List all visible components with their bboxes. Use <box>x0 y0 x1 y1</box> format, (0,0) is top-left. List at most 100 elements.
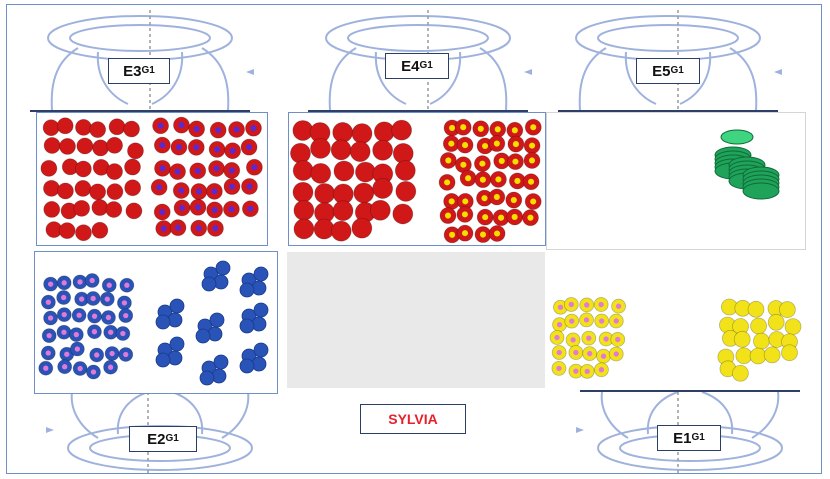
label-e3-id: E3 <box>123 63 141 80</box>
panel-e4-red-chips <box>288 112 546 246</box>
chip <box>90 122 106 138</box>
chip <box>216 261 230 275</box>
chip-dot <box>178 122 184 128</box>
chip <box>254 343 268 357</box>
chip-dot <box>212 225 218 231</box>
chip-dot <box>495 126 501 132</box>
chip-dot <box>90 278 95 283</box>
chip-dot <box>465 175 471 181</box>
chip-dot <box>494 230 500 236</box>
chip-dot <box>481 195 487 201</box>
chip-dot <box>599 367 604 372</box>
chip <box>374 122 394 142</box>
chip <box>254 303 268 317</box>
chip-dot <box>557 322 562 327</box>
chip-dot <box>174 169 180 175</box>
chip <box>59 223 75 239</box>
chip-dot <box>569 318 574 323</box>
label-e5: E5G1 <box>636 58 700 84</box>
chip-dot <box>246 183 252 189</box>
chip <box>200 371 214 385</box>
chip <box>106 201 122 217</box>
chip <box>748 301 764 317</box>
chip-dot <box>64 352 69 357</box>
chip-dot <box>108 330 113 335</box>
chip-dot <box>514 178 520 184</box>
chip-dot <box>196 225 202 231</box>
chip-dot <box>499 158 505 164</box>
chip-dot <box>498 215 504 221</box>
chip <box>126 203 142 219</box>
chip <box>396 181 416 201</box>
chip <box>254 267 268 281</box>
chip <box>107 164 123 180</box>
blue-chips-image <box>35 252 279 395</box>
chip-dot <box>120 331 125 336</box>
chip <box>214 355 228 369</box>
chip-dot <box>76 313 81 318</box>
chip <box>107 137 123 153</box>
chip <box>156 353 170 367</box>
chip <box>107 184 123 200</box>
chip <box>156 315 170 329</box>
teacher-name-box: SYLVIA <box>360 404 466 434</box>
chip <box>785 319 801 335</box>
chip-dot <box>77 366 82 371</box>
chip-dot <box>527 215 533 221</box>
chip-dot <box>43 366 48 371</box>
chip-dot <box>230 148 236 154</box>
chip <box>334 161 354 181</box>
chip-dot <box>513 141 519 147</box>
chip-dot <box>584 302 589 307</box>
chip-dot <box>482 143 488 149</box>
chip-dot <box>603 336 608 341</box>
chip-dot <box>615 337 620 342</box>
chip <box>240 319 254 333</box>
chip-dot <box>460 124 466 130</box>
chip <box>392 120 412 140</box>
chip-dot <box>445 213 451 219</box>
chip-dot <box>449 198 455 204</box>
chip-dot <box>557 350 562 355</box>
chip <box>293 182 313 202</box>
chip <box>75 161 91 177</box>
chip <box>290 143 310 163</box>
chip-dot <box>529 157 535 163</box>
chip-dot <box>79 296 84 301</box>
chip-dot <box>176 144 182 150</box>
chip <box>125 159 141 175</box>
chip-dot <box>586 335 591 340</box>
chip-dot <box>570 337 575 342</box>
chip-dot <box>46 350 51 355</box>
chip-dot <box>478 126 484 132</box>
chip <box>109 119 125 135</box>
chip <box>127 143 143 159</box>
red-chips-yellow-pile <box>439 119 541 243</box>
chip-dot <box>106 315 111 320</box>
chip <box>202 277 216 291</box>
chip <box>92 200 108 216</box>
chip-dot <box>234 126 240 132</box>
chip-dot <box>62 364 67 369</box>
chip <box>315 183 335 203</box>
chip-dot <box>512 127 518 133</box>
chip-dot <box>74 332 79 337</box>
chip <box>734 331 750 347</box>
blue-chips-pink-pile <box>39 274 134 380</box>
chip-dot <box>124 283 129 288</box>
chip <box>751 318 767 334</box>
chip-dot <box>587 351 592 356</box>
chip-dot <box>90 296 95 301</box>
chip-dot <box>246 144 252 150</box>
chip <box>331 140 351 160</box>
chip-dot <box>229 167 235 173</box>
chip <box>75 180 91 196</box>
chip <box>57 118 73 134</box>
chip <box>350 142 370 162</box>
chip-dot <box>614 351 619 356</box>
chip-dot <box>449 125 455 131</box>
chip <box>170 337 184 351</box>
chip <box>294 200 314 220</box>
